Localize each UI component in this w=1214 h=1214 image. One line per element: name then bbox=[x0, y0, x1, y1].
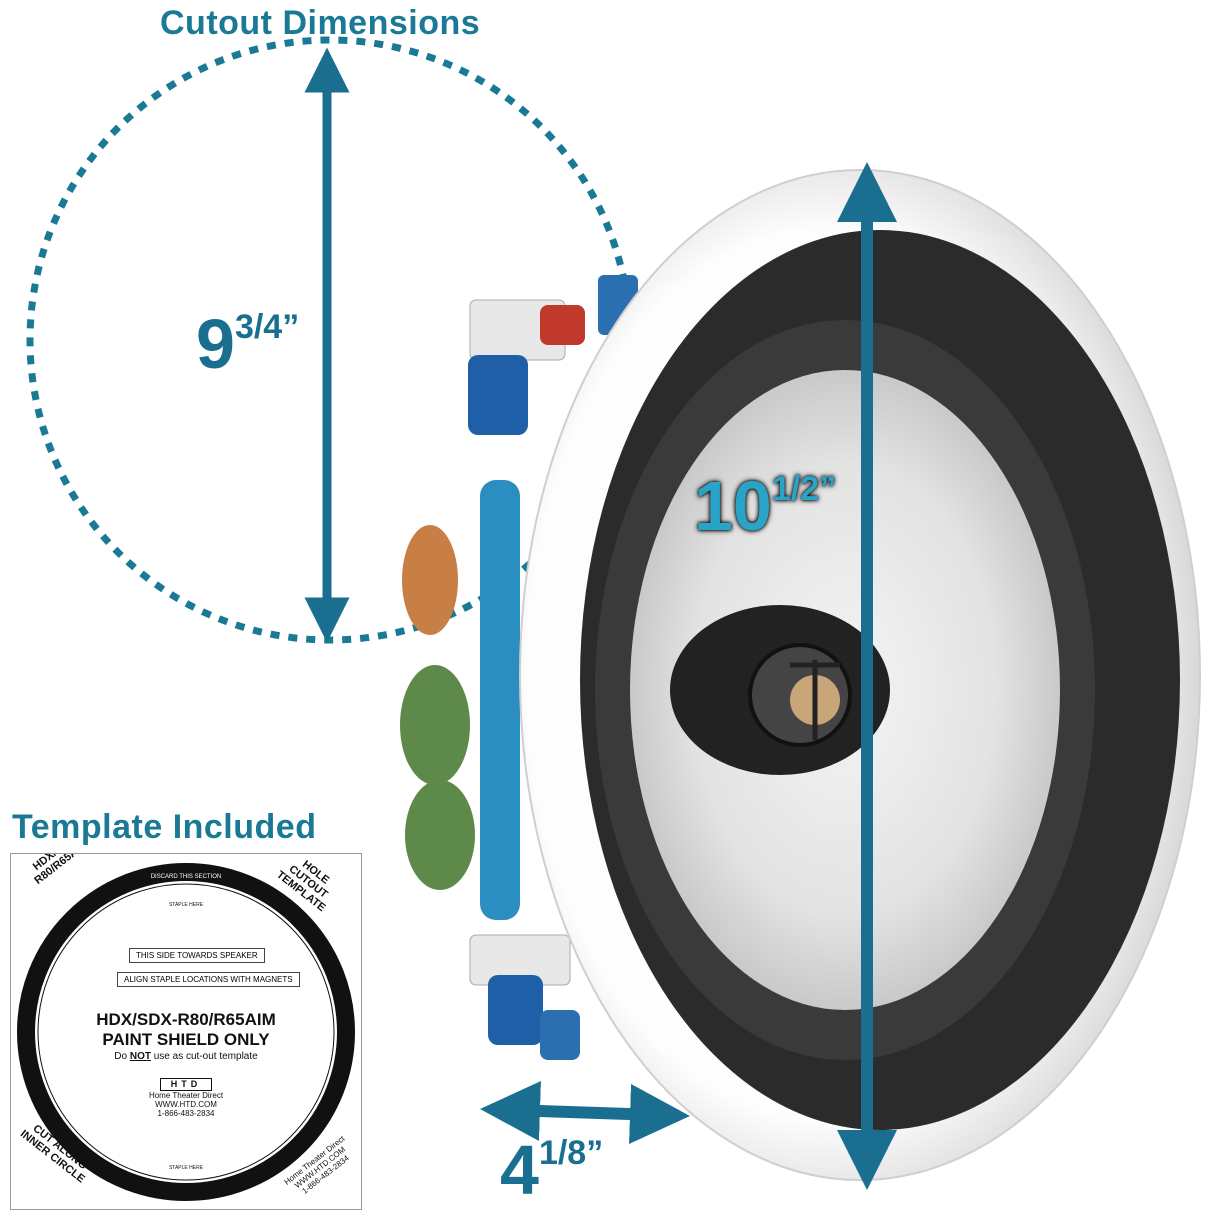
template-warning: Do NOT use as cut-out template bbox=[11, 1051, 361, 1062]
cutout-dimension-whole: 9 bbox=[196, 305, 235, 383]
template-align-note: ALIGN STAPLE LOCATIONS WITH MAGNETS bbox=[117, 972, 300, 987]
diameter-dimension-label: 101/2” bbox=[694, 466, 836, 546]
warning-prefix: Do bbox=[114, 1051, 130, 1062]
template-ring-text: DISCARD THIS SECTION bbox=[151, 874, 222, 880]
speaker-mounting-hardware bbox=[400, 275, 638, 1060]
cutout-dimension-fraction: 3/4” bbox=[234, 308, 300, 346]
cutout-dimension-label: 93/4” bbox=[196, 304, 299, 384]
brand-url: WWW.HTD.COM bbox=[155, 1100, 217, 1109]
template-shield-text: PAINT SHIELD ONLY bbox=[102, 1030, 270, 1049]
diameter-dimension-whole: 10 bbox=[694, 467, 772, 545]
depth-dimension-fraction: 1/8” bbox=[538, 1134, 604, 1172]
depth-dimension-whole: 4 bbox=[500, 1131, 539, 1209]
template-brand-block: HTD Home Theater Direct WWW.HTD.COM 1-86… bbox=[11, 1078, 361, 1118]
double-arrow-horizontal-icon bbox=[480, 1081, 690, 1144]
cutout-dimensions-heading: Cutout Dimensions bbox=[160, 4, 481, 42]
htd-logo: HTD bbox=[159, 1078, 213, 1091]
brand-name: Home Theater Direct bbox=[148, 1091, 224, 1100]
template-side-note: THIS SIDE TOWARDS SPEAKER bbox=[129, 948, 265, 963]
brand-phone: 1-866-483-2834 bbox=[157, 1109, 215, 1118]
template-included-heading: Template Included bbox=[12, 808, 317, 846]
template-circle-drawing: DISCARD THIS SECTION STAPLE HERE STAPLE … bbox=[17, 863, 355, 1201]
warning-emphasis: NOT bbox=[129, 1051, 151, 1062]
staple-label-top: STAPLE HERE bbox=[169, 902, 204, 908]
staple-label-bottom: STAPLE HERE bbox=[169, 1165, 204, 1171]
template-model-title: HDX/SDX-R80/R65AIM bbox=[96, 1010, 276, 1029]
cutout-template-card: DISCARD THIS SECTION STAPLE HERE STAPLE … bbox=[10, 853, 362, 1210]
warning-suffix: use as cut-out template bbox=[150, 1051, 258, 1062]
diameter-dimension-fraction: 1/2” bbox=[771, 470, 837, 508]
depth-dimension-label: 41/8” bbox=[500, 1130, 603, 1210]
